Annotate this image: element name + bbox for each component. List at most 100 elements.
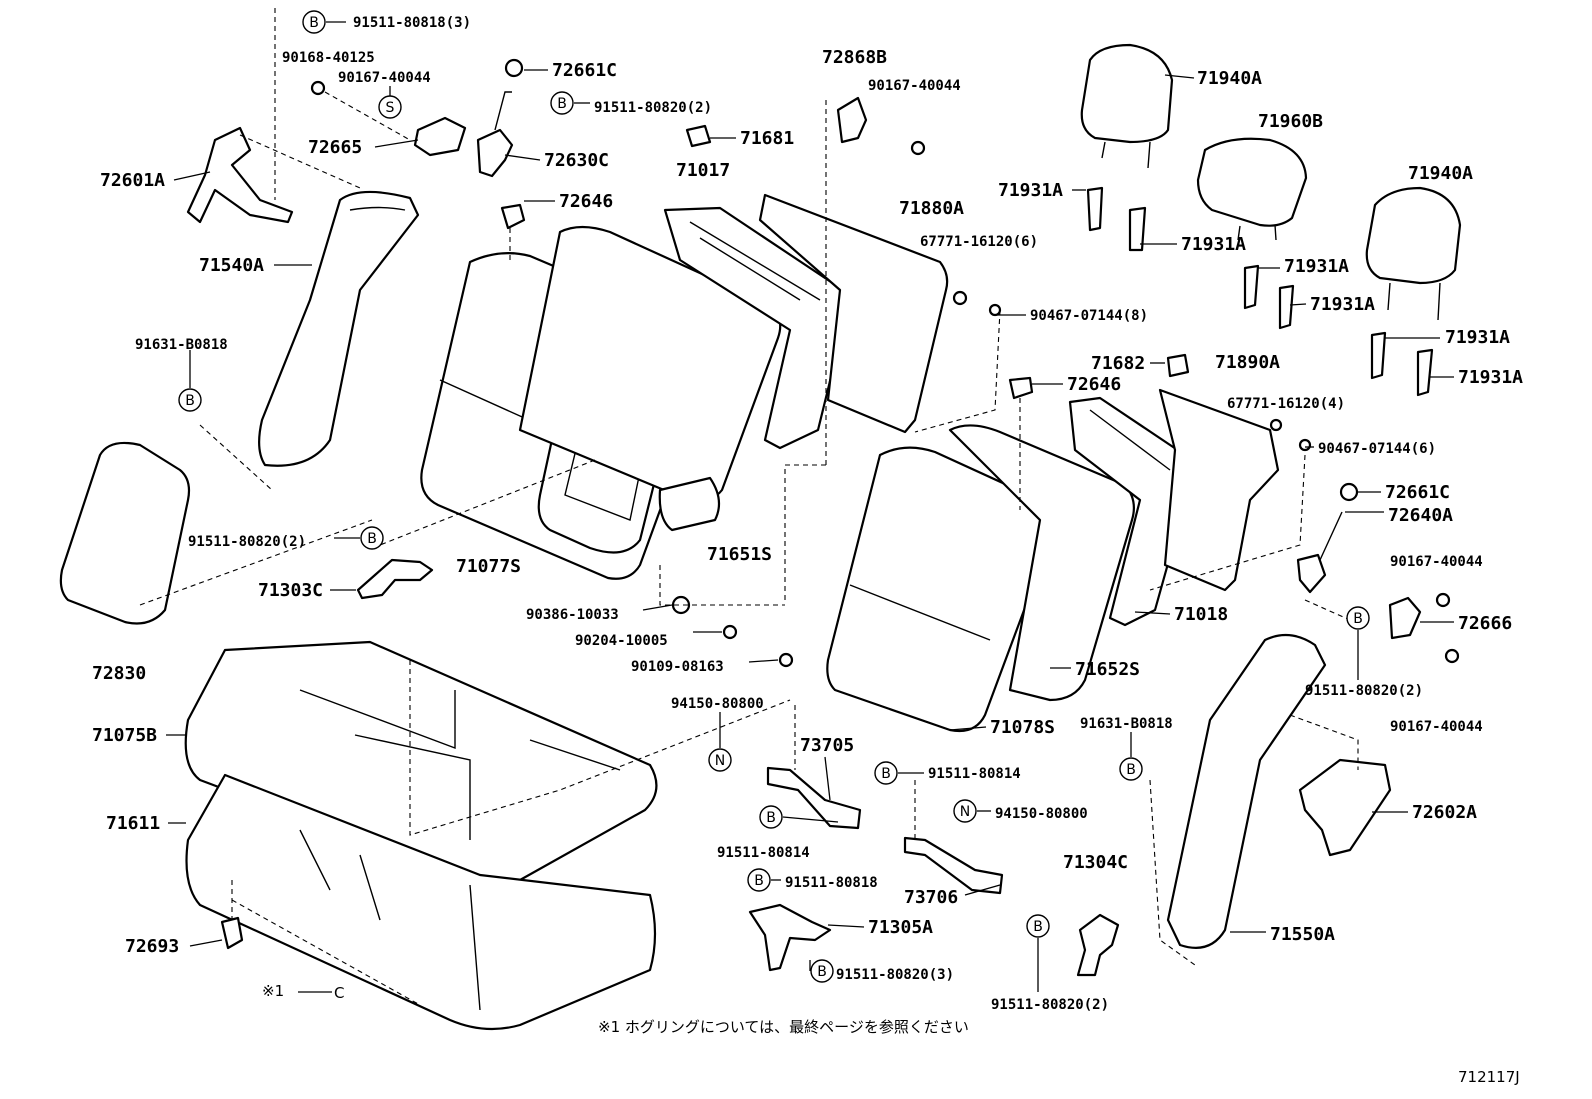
part-number-label: 90167-40044: [338, 70, 431, 86]
leader-line-p51: [949, 726, 987, 731]
circled-marker-b: B: [178, 388, 202, 412]
part-number-label: 90167-40044: [868, 78, 961, 94]
circled-marker-b: B: [747, 868, 771, 892]
bracket-72666: [1388, 596, 1422, 640]
part-number-label: 72868B: [822, 47, 887, 68]
circled-marker-b: B: [759, 805, 783, 829]
bracket-72630c: [476, 128, 514, 178]
circled-marker-b: B: [874, 761, 898, 785]
hook-71303c: [356, 558, 434, 600]
circled-marker-s: S: [378, 95, 402, 119]
part-number-label: 90109-08163: [631, 659, 724, 675]
circled-marker-n: N: [953, 799, 977, 823]
part-number-label: 71931A: [1310, 294, 1375, 315]
leader-line-p18: [1164, 74, 1195, 79]
marker-letter: B: [309, 15, 319, 31]
part-number-label: 72646: [559, 191, 613, 212]
leader-line-p58: [782, 816, 839, 823]
part-number-label: 90204-10005: [575, 633, 668, 649]
part-number-label: 71931A: [998, 180, 1063, 201]
part-number-label: 71540A: [199, 255, 264, 276]
part-number-label: 71940A: [1197, 68, 1262, 89]
part-number-label: 73705: [800, 735, 854, 756]
marker-letter: B: [1126, 762, 1136, 778]
part-number-label: 71681: [740, 128, 794, 149]
leader-line-p07: [504, 154, 541, 161]
bolster-right: [1166, 633, 1327, 949]
leader-lines: [166, 21, 1454, 992]
circled-marker-b: B: [1346, 606, 1370, 630]
part-number-label: 71077S: [456, 556, 521, 577]
part-number-label: 90386-10033: [526, 607, 619, 623]
leader-line-p62: [827, 924, 865, 928]
marker-letter: S: [386, 100, 395, 116]
marker-letter: B: [1353, 611, 1363, 627]
part-number-label: 72661C: [1385, 482, 1450, 503]
bracket-71305a: [748, 903, 832, 972]
bracket-71304c: [1076, 913, 1120, 977]
leader-line-p63: [189, 939, 223, 947]
marker-letter: B: [1033, 919, 1043, 935]
part-number-label: 91511-80814: [717, 845, 810, 861]
part-number-label: 71682: [1091, 353, 1145, 374]
leader-line-p50: [824, 756, 831, 801]
bracket-72602a: [1298, 758, 1392, 857]
side-pad: [59, 441, 191, 625]
part-number-label: 72640A: [1388, 505, 1453, 526]
board-71880a: [758, 193, 949, 434]
seatback-71078s: [826, 446, 1054, 733]
headrest-71960b: [1196, 137, 1308, 227]
part-number-label: 71931A: [1445, 327, 1510, 348]
marker-letter: B: [817, 964, 827, 980]
part-number-label: 72646: [1067, 374, 1121, 395]
seatback-pad-71652s: [948, 424, 1135, 702]
part-number-label: 91511-80820(3): [836, 967, 954, 983]
plate-72665: [413, 116, 467, 157]
part-number-label: 72693: [125, 936, 179, 957]
part-number-label: 72630C: [544, 150, 609, 171]
circled-marker-b: B: [360, 526, 384, 550]
part-labels: 91511-80818(3)B90168-4012590167-40044S72…: [92, 10, 1523, 1013]
part-number-label: 71017: [676, 160, 730, 181]
part-number-label: 91511-80820(2): [991, 997, 1109, 1013]
bracket-72640a: [1296, 553, 1327, 594]
footnote: ※1 ホグリングについては、最終ページを参照ください: [598, 1018, 969, 1036]
part-number-label: 71078S: [990, 717, 1055, 738]
part-number-label: 91511-80818(3): [353, 15, 471, 31]
marker-letter: B: [557, 96, 567, 112]
leader-line-p60: [964, 884, 1001, 896]
part-number-label: 90467-07144(6): [1318, 441, 1436, 457]
part-number-label: 91511-80820(2): [594, 100, 712, 116]
part-number-label: 71931A: [1181, 234, 1246, 255]
circled-marker-b: B: [810, 959, 834, 983]
part-number-label: 71880A: [899, 198, 964, 219]
part-number-label: 94150-80800: [995, 806, 1088, 822]
leader-line-p39: [642, 604, 673, 611]
part-number-label: 71075B: [92, 725, 157, 746]
circled-marker-b: B: [1026, 914, 1050, 938]
part-number-label: 90167-40044: [1390, 719, 1483, 735]
part-number-label: 91511-80814: [928, 766, 1021, 782]
circled-marker-b: B: [1119, 757, 1143, 781]
part-number-label: 71931A: [1458, 367, 1523, 388]
figure-code: 712117J: [1458, 1068, 1520, 1086]
part-number-label: 71550A: [1270, 924, 1335, 945]
part-number-label: 90167-40044: [1390, 554, 1483, 570]
part-number-label: 72665: [308, 137, 362, 158]
strap-73705: [766, 766, 862, 830]
leader-line-p41: [748, 659, 779, 663]
part-number-label: 91511-80818: [785, 875, 878, 891]
headrest-71940a-right: [1365, 186, 1462, 285]
circled-marker-n: N: [708, 748, 732, 772]
part-number-label: 91631-B0818: [135, 337, 228, 353]
note-marker-symbol: ※1: [262, 982, 284, 1000]
part-number-label: 91631-B0818: [1080, 716, 1173, 732]
part-number-label: 71611: [106, 813, 160, 834]
hog-ring-note-marker: ※1 C: [262, 982, 344, 1002]
part-number-label: 67771-16120(6): [920, 234, 1038, 250]
part-number-label: 71304C: [1063, 852, 1128, 873]
headrest-71940a-left: [1080, 43, 1174, 144]
circled-marker-b: B: [302, 10, 326, 34]
part-number-label: 71303C: [258, 580, 323, 601]
